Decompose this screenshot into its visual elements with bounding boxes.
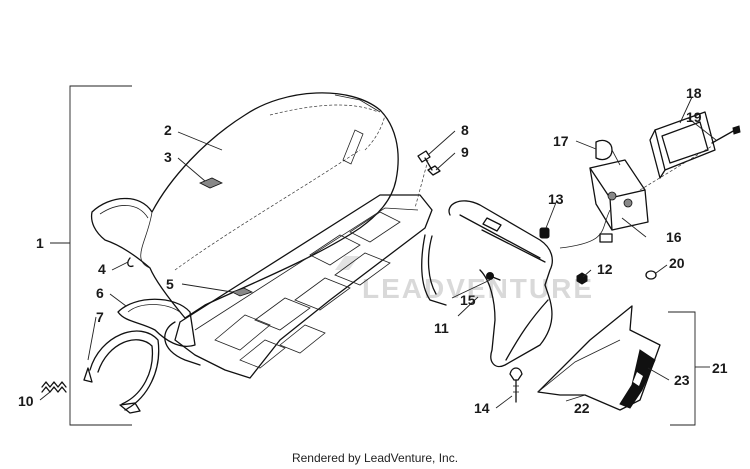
callout-13: 13 [548,191,564,207]
callout-labels: 1 2 3 4 5 6 7 10 8 9 11 12 13 14 15 16 1… [18,85,728,416]
callout-4: 4 [98,261,106,277]
callout-10: 10 [18,393,34,409]
seat-cover [90,92,399,319]
callout-21: 21 [712,360,728,376]
callout-18: 18 [686,85,702,101]
watermark: LEADVENTURE [335,256,594,304]
taillight-housing [559,159,649,249]
callout-22: 22 [574,400,590,416]
lens-axis [639,145,713,191]
hardware-axis [414,159,429,209]
taillight-lens [649,111,716,179]
bolt-15 [486,272,501,281]
callout-8: 8 [461,122,469,138]
callout-14: 14 [474,400,490,416]
seat-base [164,194,433,379]
assembly-bracket-21 [668,311,710,426]
callout-2: 2 [164,122,172,138]
callout-11: 11 [434,320,449,336]
callout-9: 9 [461,144,469,160]
watermark-text: LEADVENTURE [362,273,594,304]
flap-decal [619,349,656,409]
seat-label-3 [199,177,223,189]
seat-label-5 [230,287,254,297]
render-credit: Rendered by LeadVenture, Inc. [291,451,459,465]
seat-strap [83,330,160,414]
bolt-14 [509,367,523,403]
callout-12: 12 [597,261,613,277]
seat-hook [127,257,134,268]
callout-20: 20 [669,255,685,271]
callout-7: 7 [96,309,104,325]
seat-front-panel [117,298,196,347]
leader-lines [39,96,717,409]
callout-6: 6 [96,285,104,301]
callout-1: 1 [36,235,44,251]
callout-19: 19 [686,109,702,125]
ring-20 [645,270,657,280]
bulb-17 [595,139,621,166]
assembly-bracket-1 [50,85,132,426]
callout-3: 3 [164,149,172,165]
callout-17: 17 [553,133,569,149]
spring [41,381,67,393]
callout-23: 23 [674,372,690,388]
callout-15: 15 [460,292,476,308]
nut-9 [427,165,441,176]
callout-5: 5 [166,276,174,292]
screw-19 [711,125,741,144]
rear-rack [421,200,553,368]
callout-16: 16 [666,229,682,245]
grommet-13 [539,227,550,239]
